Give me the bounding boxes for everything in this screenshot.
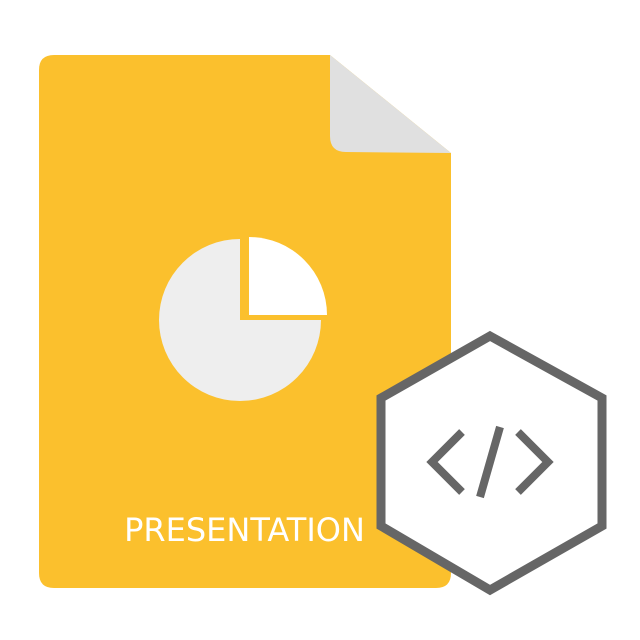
- pie-main-segment: [159, 239, 321, 401]
- file-type-label: PRESENTATION: [124, 511, 365, 549]
- code-icon: [426, 425, 554, 499]
- pie-slice-segment: [249, 237, 327, 315]
- slash: [476, 425, 504, 499]
- right-angle-bracket: [515, 429, 554, 495]
- left-angle-bracket: [426, 429, 465, 495]
- pie-chart-icon: [159, 237, 327, 401]
- file-fold: [330, 55, 451, 153]
